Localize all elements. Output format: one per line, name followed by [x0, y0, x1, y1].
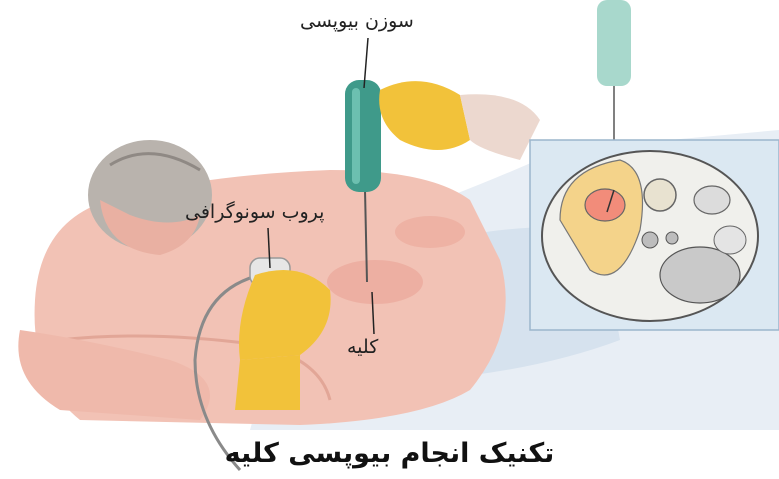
cross-section-vertebra — [644, 179, 676, 211]
cross-section-organ-right — [694, 186, 730, 214]
biopsy-needle-label: سوزن بیوپسی — [300, 10, 414, 32]
figure-caption: تکنیک انجام بیوپسی کلیه — [0, 438, 779, 469]
biopsy-needle-device — [345, 80, 381, 192]
ultrasound-probe-label: پروب سونوگرافی — [185, 201, 324, 223]
cross-section-bowel — [660, 247, 740, 303]
glove-lower-wrist — [235, 355, 300, 410]
kidney-outline — [327, 260, 423, 304]
cross-section-vessel — [642, 232, 658, 248]
needle-device-highlight — [352, 88, 360, 184]
cross-section-kidney — [585, 189, 625, 221]
needle-guide-device — [597, 0, 631, 86]
glove-upper — [379, 81, 470, 150]
kidney-outline-upper — [395, 216, 465, 248]
kidney-label: کلیه — [347, 336, 378, 358]
cross-section-vessel-2 — [666, 232, 678, 244]
sleeve-upper — [460, 94, 540, 160]
cross-section-loop — [714, 226, 746, 254]
